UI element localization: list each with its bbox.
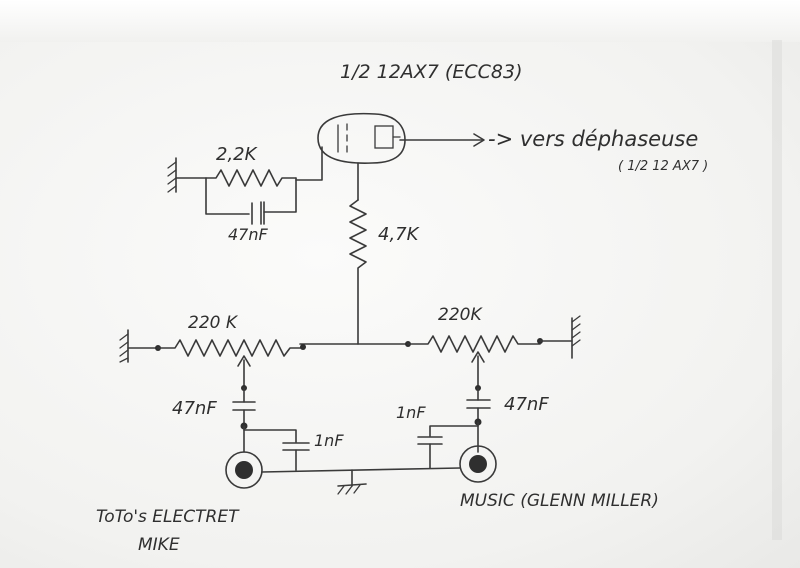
label-220k-right: 220K xyxy=(438,305,483,325)
label-4k7: 4,7K xyxy=(378,224,420,245)
ground-symbol-left-pot xyxy=(119,329,129,363)
ground-bus xyxy=(261,467,461,473)
tube-symbol xyxy=(317,112,406,164)
potentiometer-right xyxy=(405,315,581,389)
label-1nf-right: 1nF xyxy=(396,403,426,422)
output-arrow xyxy=(399,133,485,147)
tube-plate xyxy=(374,125,394,149)
ground-symbol-bus xyxy=(337,469,367,495)
left-input-chain xyxy=(232,385,310,471)
output-note: ( 1/2 12 AX7 ) xyxy=(618,159,708,174)
label-47nf-cathode: 47nF xyxy=(228,225,269,244)
capacitor-1nf-right xyxy=(417,436,443,445)
label-47nf-right: 47nF xyxy=(504,394,549,415)
label-220k-left: 220 K xyxy=(188,313,239,333)
jack-left xyxy=(225,451,263,489)
label-2k2: 2,2K xyxy=(216,144,258,165)
potentiometer-left xyxy=(119,329,306,389)
paper-shadow-top xyxy=(0,0,800,42)
jack-right xyxy=(459,445,497,483)
label-input-left-line2: MIKE xyxy=(138,535,180,555)
cathode-network xyxy=(167,157,297,225)
resistor-2k2 xyxy=(205,169,297,187)
ground-symbol-cathode xyxy=(167,157,177,193)
paper-shadow-right xyxy=(772,40,782,540)
capacitor-47nf-right xyxy=(466,399,491,409)
capacitor-47nf-left xyxy=(232,401,256,411)
label-47nf-left: 47nF xyxy=(172,398,217,419)
cathode-wire xyxy=(295,146,323,181)
capacitor-47nf-cathode xyxy=(251,201,265,225)
label-input-right: MUSIC (GLENN MILLER) xyxy=(460,491,659,511)
capacitor-1nf-left xyxy=(282,442,310,451)
label-input-left-line1: ToTo's ELECTRET xyxy=(96,507,240,527)
ground-symbol-right-pot xyxy=(571,315,581,359)
tube-title: 1/2 12AX7 (ECC83) xyxy=(340,61,522,83)
label-1nf-left: 1nF xyxy=(314,431,344,450)
right-input-chain xyxy=(417,385,491,469)
output-label: -> vers déphaseuse xyxy=(488,127,698,151)
resistor-4k7 xyxy=(349,162,367,345)
